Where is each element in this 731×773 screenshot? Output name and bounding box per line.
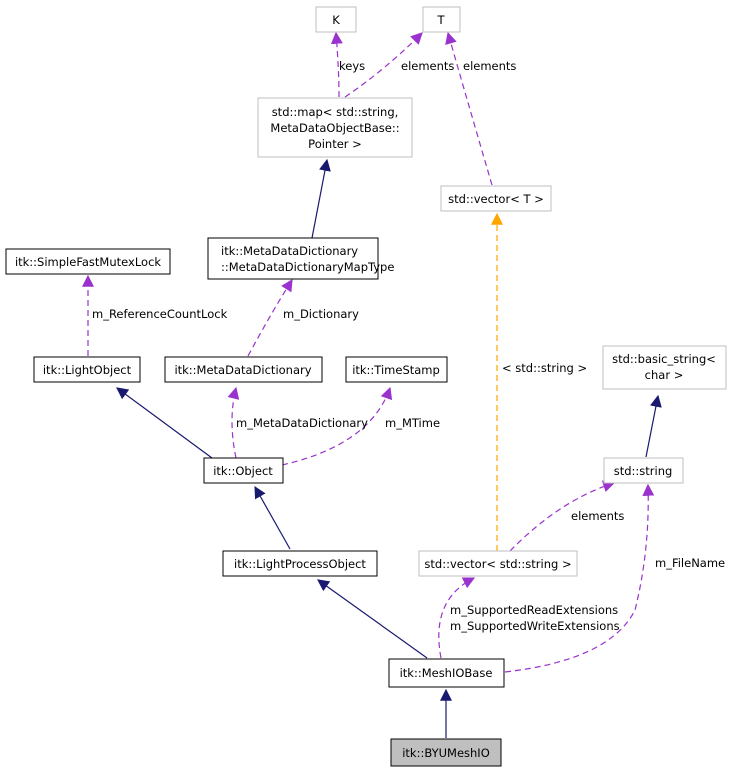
edge-vector-to-t [445, 31, 493, 186]
node-vector-string[interactable]: std::vector< std::string > [418, 550, 578, 577]
edge-map-to-k [330, 31, 343, 98]
label-mtime: m_MTime [385, 416, 440, 430]
label-keys: keys [339, 59, 365, 73]
node-light-object-label: itk::LightObject [43, 363, 132, 377]
node-byu-mesh-io: itk::BYUMeshIO [390, 738, 502, 767]
label-elements-map: elements [401, 59, 454, 73]
node-dict-map-type[interactable]: itk::MetaDataDictionary ::MetaDataDictio… [207, 237, 394, 280]
node-std-map-line2: MetaDataObjectBase:: [270, 121, 399, 135]
node-time-stamp[interactable]: itk::TimeStamp [345, 356, 448, 383]
node-std-map: std::map< std::string, MetaDataObjectBas… [257, 97, 413, 158]
edge-string-to-basicstring [645, 394, 662, 458]
edge-object-to-timestamp [281, 386, 393, 466]
node-std-map-line3: Pointer > [308, 137, 362, 151]
node-byu-mesh-io-label: itk::BYUMeshIO [402, 746, 490, 760]
node-simple-fast-mutex-lock-label: itk::SimpleFastMutexLock [15, 255, 161, 269]
label-supported-read-extensions: m_SupportedReadExtensions [450, 603, 618, 617]
label-meta-data-dictionary: m_MetaDataDictionary [236, 416, 368, 430]
node-light-process-object[interactable]: itk::LightProcessObject [222, 550, 378, 577]
node-light-object[interactable]: itk::LightObject [33, 356, 141, 383]
node-k: K [315, 6, 357, 33]
node-simple-fast-mutex-lock[interactable]: itk::SimpleFastMutexLock [5, 248, 171, 275]
edge-lightprocess-to-object [254, 485, 291, 550]
edge-object-to-metadatadict [227, 386, 240, 459]
label-dictionary: m_Dictionary [283, 307, 359, 321]
node-dict-map-type-line2: ::MetaDataDictionaryMapType [221, 260, 394, 274]
node-object[interactable]: itk::Object [203, 457, 284, 484]
node-object-label: itk::Object [213, 464, 273, 478]
edge-meshiobase-to-string [504, 483, 655, 673]
node-std-map-line1: std::map< std::string, [272, 105, 399, 119]
node-time-stamp-label: itk::TimeStamp [352, 363, 440, 377]
node-mesh-io-base-label: itk::MeshIOBase [400, 666, 493, 680]
node-basic-string-line2: char > [645, 368, 684, 382]
edge-map-to-t [344, 32, 423, 98]
node-meta-data-dictionary[interactable]: itk::MetaDataDictionary [164, 356, 323, 383]
node-vector-string-label: std::vector< std::string > [424, 557, 571, 571]
nodes: K T std::map< std::string, MetaDataObjec… [5, 6, 727, 767]
node-light-process-object-label: itk::LightProcessObject [234, 557, 366, 571]
label-elements-vector: elements [463, 59, 516, 73]
node-basic-string[interactable]: std::basic_string< char > [602, 345, 727, 390]
node-vector-t-label: std::vector< T > [448, 192, 544, 206]
node-basic-string-line1: std::basic_string< [612, 352, 716, 366]
node-t-label: T [436, 13, 445, 27]
edge-object-to-lightobject [116, 387, 213, 459]
edge-meshiobase-to-vectorstring [438, 577, 476, 659]
edges [82, 31, 662, 738]
node-k-label: K [332, 13, 340, 27]
node-vector-t[interactable]: std::vector< T > [440, 185, 552, 212]
node-std-string-label: std::string [614, 464, 673, 478]
node-std-string[interactable]: std::string [603, 457, 684, 484]
label-reference-count-lock: m_ReferenceCountLock [92, 307, 228, 321]
edge-dictmaptype-to-map [311, 158, 331, 239]
label-file-name: m_FileName [655, 556, 725, 570]
node-t: T [422, 6, 461, 33]
node-meta-data-dictionary-label: itk::MetaDataDictionary [174, 363, 311, 377]
label-supported-write-extensions: m_SupportedWriteExtensions [450, 619, 620, 633]
node-dict-map-type-line1: itk::MetaDataDictionary [221, 244, 358, 258]
label-elements-string: elements [571, 509, 624, 523]
edge-meshiobase-to-lightprocess [317, 579, 428, 659]
edge-vectorstring-to-string [509, 480, 616, 552]
node-mesh-io-base[interactable]: itk::MeshIOBase [388, 658, 505, 688]
edge-labels: keys elements elements m_ReferenceCountL… [92, 59, 725, 633]
edge-metadatadict-to-maptype [247, 278, 293, 357]
label-std-string-template: < std::string > [502, 361, 587, 375]
